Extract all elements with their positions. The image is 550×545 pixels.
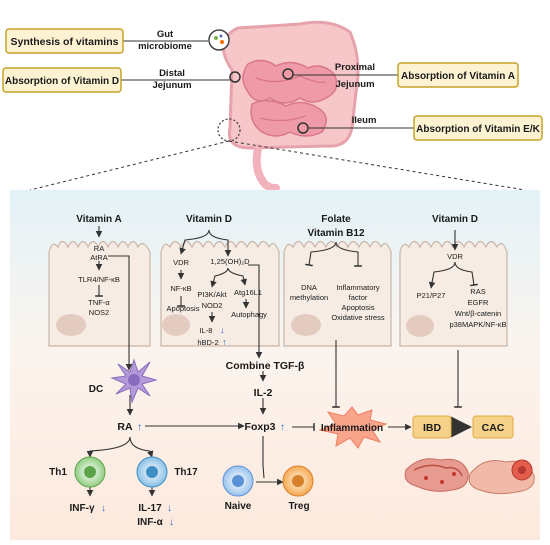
dendritic-cell: [110, 358, 158, 404]
callout-absorption-a: Absorption of Vitamin A: [397, 62, 519, 88]
cell-4-labels: Vitamin D VDR P21/P27 RAS EGFR Wnt/β-cat…: [417, 214, 507, 329]
c2-nod2: NOD2: [202, 301, 223, 310]
treg-label: Treg: [288, 501, 309, 512]
pathway-arrows: [86, 226, 478, 497]
c2-vdr: VDR: [173, 258, 189, 267]
intestine-illustration: [208, 20, 360, 192]
cac-tissue-illustration: [468, 459, 535, 495]
top-connectors: [29, 40, 526, 191]
nucleus-4: [406, 315, 434, 337]
cac-box: CAC: [472, 415, 514, 439]
ibd-box: IBD: [412, 415, 452, 439]
down-arrow-icon: ↓: [169, 517, 174, 528]
th1-label: Th1: [49, 467, 67, 478]
ileum-label: Ileum: [352, 115, 377, 126]
c2-oh: 1,25(OH)₂D: [210, 257, 250, 266]
infa-label: INF-α: [137, 517, 163, 528]
il2-label: IL-2: [254, 387, 273, 399]
callout-synthesis-text: Synthesis of vitamins: [11, 36, 119, 48]
ibd-tissue-illustration: [404, 458, 469, 492]
distal-label-2: Jejunum: [152, 80, 191, 91]
c2-autophagy: Autophagy: [231, 310, 267, 319]
down-arrow-icon: ↓: [220, 325, 225, 335]
c2-title: Vitamin D: [186, 214, 232, 225]
cell-1-labels: Vitamin A RA AtRA TLR4/NF-κB TNF-α NOS2: [76, 214, 122, 317]
c2-il8: IL-8: [200, 326, 213, 335]
gut-label-2: microbiome: [138, 41, 192, 52]
cell-3-labels: Folate Vitamin B12 DNA methylation Infla…: [290, 214, 385, 322]
c4-wnt: Wnt/β-catenin: [455, 309, 501, 318]
cac-label: CAC: [482, 422, 505, 434]
treg-cell: [282, 465, 314, 497]
c4-vdr: VDR: [447, 252, 463, 261]
c2-hbd2: hBD-2: [197, 338, 218, 347]
dc-label: DC: [89, 384, 103, 395]
c4-p21: P21/P27: [417, 291, 446, 300]
c2-atg: Atg16L1: [234, 288, 262, 297]
combine-label: Combine TGF-β: [226, 360, 305, 372]
callout-absorption-ek-text: Absorption of Vitamin E/K: [416, 124, 540, 135]
c3-title-1: Folate: [321, 214, 351, 225]
c2-apoptosis: Apoptosis: [167, 304, 200, 313]
th17-cell: [136, 456, 168, 488]
c4-title: Vitamin D: [432, 214, 478, 225]
il17-label: IL-17: [138, 503, 162, 514]
c3-dna-1: DNA: [301, 283, 317, 292]
c4-ras: RAS: [470, 287, 485, 296]
naive-cell: [222, 465, 254, 497]
inflammation-burst: Inflammation: [318, 406, 388, 449]
up-arrow-icon: ↑: [222, 337, 227, 347]
c3-dna-2: methylation: [290, 293, 328, 302]
c1-ra: RA: [94, 244, 104, 253]
c1-tlr4: TLR4/NF-κB: [78, 275, 120, 284]
proximal-label-2: Jejunum: [335, 79, 374, 90]
c3-infl-1: Inflammatory: [336, 283, 380, 292]
callout-absorption-d: Absorption of Vitamin D: [2, 67, 122, 93]
c3-infl-2: factor: [349, 293, 368, 302]
nucleus-1: [56, 314, 86, 336]
c1-title: Vitamin A: [76, 214, 122, 225]
ibd-label: IBD: [423, 422, 442, 434]
cell-2: [160, 240, 280, 347]
ra-label: RA: [117, 421, 133, 433]
down-arrow-icon: ↓: [101, 503, 106, 514]
down-arrow-icon: ↓: [167, 503, 172, 514]
c3-apoptosis: Apoptosis: [342, 303, 375, 312]
c2-nfkb: NF-κB: [170, 284, 191, 293]
naive-label: Naive: [225, 501, 252, 512]
nucleus-3: [291, 314, 321, 336]
callout-absorption-ek: Absorption of Vitamin E/K: [413, 115, 543, 141]
c4-egfr: EGFR: [468, 298, 489, 307]
callout-synthesis: Synthesis of vitamins: [5, 28, 124, 54]
foxp3-label: Foxp3: [245, 421, 276, 433]
region-labels: Gut microbiome Distal Jejunum Proximal J…: [138, 29, 376, 126]
c4-p38: p38MAPK/NF-κB: [449, 320, 506, 329]
up-arrow-icon: ↑: [137, 422, 142, 433]
proximal-label-1: Proximal: [335, 62, 375, 73]
infg-label: INF-γ: [70, 503, 95, 514]
cell-2-labels: Vitamin D VDR 1,25(OH)₂D NF-κB Apoptosis…: [167, 214, 268, 347]
gut-label-1: Gut: [157, 29, 174, 40]
distal-label-1: Distal: [159, 68, 185, 79]
callout-absorption-a-text: Absorption of Vitamin A: [401, 71, 515, 82]
c1-nos2: NOS2: [89, 308, 109, 317]
th1-cell: [74, 456, 106, 488]
nucleus-2: [162, 314, 190, 336]
c1-tnf: TNF-α: [88, 298, 110, 307]
c3-oxidative: Oxidative stress: [331, 313, 385, 322]
inflammation-label: Inflammation: [321, 423, 383, 434]
up-arrow-icon: ↑: [280, 422, 285, 433]
th17-label: Th17: [174, 467, 198, 478]
c3-title-2: Vitamin B12: [307, 228, 364, 239]
callout-absorption-d-text: Absorption of Vitamin D: [5, 76, 119, 87]
c1-atra: AtRA: [90, 253, 108, 262]
c2-pi3k: PI3K/Akt: [197, 290, 227, 299]
